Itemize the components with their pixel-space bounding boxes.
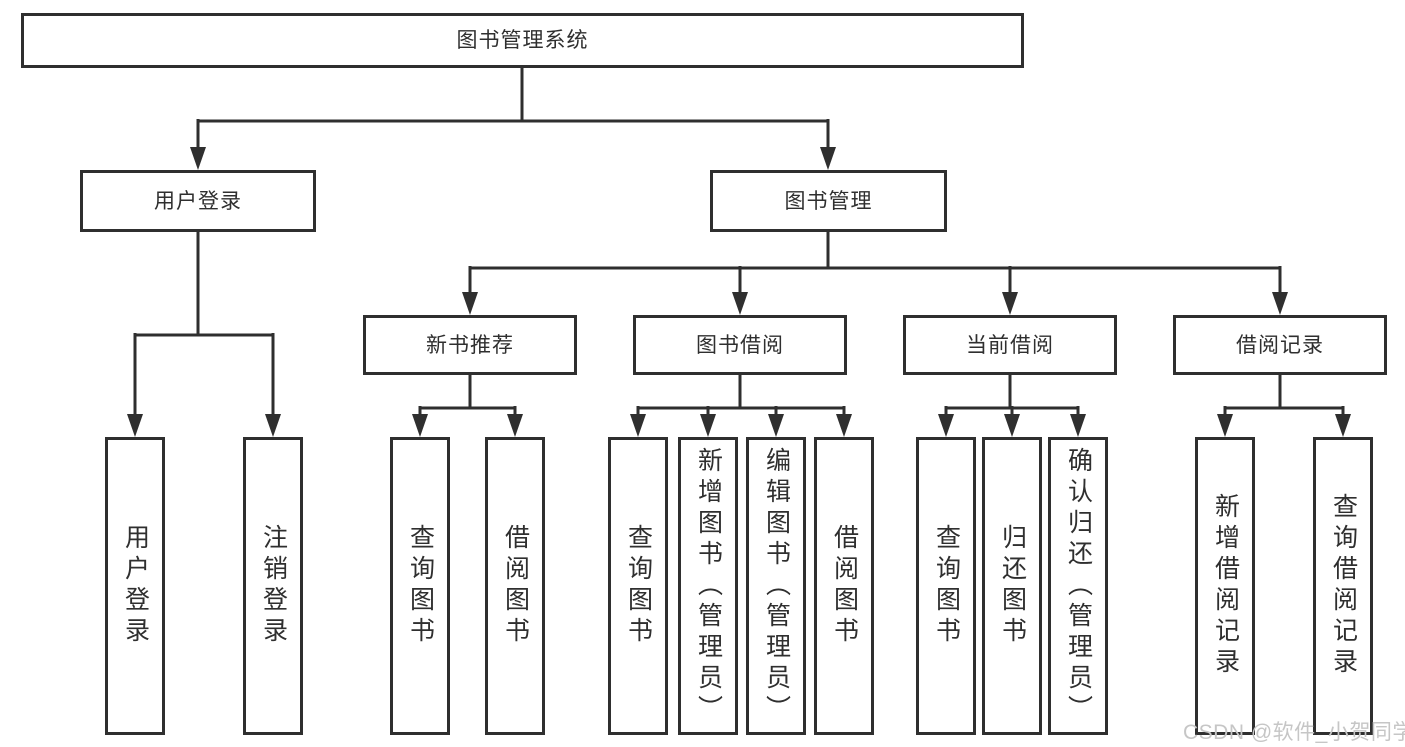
node-leaf-bb-add-books-admin-label: 新增图书（管理员） xyxy=(694,446,723,726)
node-new-book-recommend-label: 新书推荐 xyxy=(426,333,514,357)
node-root-system: 图书管理系统 xyxy=(21,13,1024,68)
node-new-book-recommend: 新书推荐 xyxy=(363,315,577,375)
node-leaf-bb-borrow-books-label: 借阅图书 xyxy=(830,524,859,648)
node-root-label: 图书管理系统 xyxy=(456,29,589,52)
node-borrow-records: 借阅记录 xyxy=(1173,315,1387,375)
node-leaf-br-query-record-label: 查询借阅记录 xyxy=(1329,493,1358,679)
node-leaf-bb-edit-books-admin-label: 编辑图书（管理员） xyxy=(762,446,791,726)
node-leaf-logout: 注销登录 xyxy=(243,437,303,735)
node-leaf-br-add-record-label: 新增借阅记录 xyxy=(1211,493,1240,679)
node-leaf-cb-return-books-label: 归还图书 xyxy=(998,524,1027,648)
watermark: CSDN @软件_小贺同学 xyxy=(1183,721,1405,744)
node-book-borrow: 图书借阅 xyxy=(633,315,847,375)
node-leaf-bb-borrow-books: 借阅图书 xyxy=(814,437,874,735)
node-leaf-cb-confirm-return-admin-label: 确认归还（管理员） xyxy=(1064,446,1093,726)
node-leaf-bb-add-books-admin: 新增图书（管理员） xyxy=(678,437,738,735)
node-leaf-nb-borrow-books: 借阅图书 xyxy=(485,437,545,735)
node-leaf-br-add-record: 新增借阅记录 xyxy=(1195,437,1255,735)
node-leaf-logout-label: 注销登录 xyxy=(259,524,288,648)
node-leaf-nb-query-books-label: 查询图书 xyxy=(406,524,435,648)
node-leaf-bb-query-books-label: 查询图书 xyxy=(624,524,653,648)
node-leaf-cb-query-books-label: 查询图书 xyxy=(932,524,961,648)
node-book-borrow-label: 图书借阅 xyxy=(696,333,784,357)
node-user-login-label: 用户登录 xyxy=(154,189,242,213)
node-leaf-nb-borrow-books-label: 借阅图书 xyxy=(501,524,530,648)
node-user-login: 用户登录 xyxy=(80,170,316,232)
node-book-management-label: 图书管理 xyxy=(784,189,873,213)
node-current-borrow-label: 当前借阅 xyxy=(966,333,1054,357)
node-leaf-bb-edit-books-admin: 编辑图书（管理员） xyxy=(746,437,806,735)
node-borrow-records-label: 借阅记录 xyxy=(1236,333,1324,357)
node-leaf-user-login: 用户登录 xyxy=(105,437,165,735)
node-leaf-nb-query-books: 查询图书 xyxy=(390,437,450,735)
node-current-borrow: 当前借阅 xyxy=(903,315,1117,375)
arrowheads xyxy=(127,147,1351,437)
node-leaf-cb-confirm-return-admin: 确认归还（管理员） xyxy=(1048,437,1108,735)
connector-paths xyxy=(133,68,1345,416)
node-leaf-cb-return-books: 归还图书 xyxy=(982,437,1042,735)
node-leaf-cb-query-books: 查询图书 xyxy=(916,437,976,735)
node-leaf-bb-query-books: 查询图书 xyxy=(608,437,668,735)
node-leaf-br-query-record: 查询借阅记录 xyxy=(1313,437,1373,735)
node-leaf-user-login-label: 用户登录 xyxy=(121,524,150,648)
node-book-management: 图书管理 xyxy=(710,170,947,232)
